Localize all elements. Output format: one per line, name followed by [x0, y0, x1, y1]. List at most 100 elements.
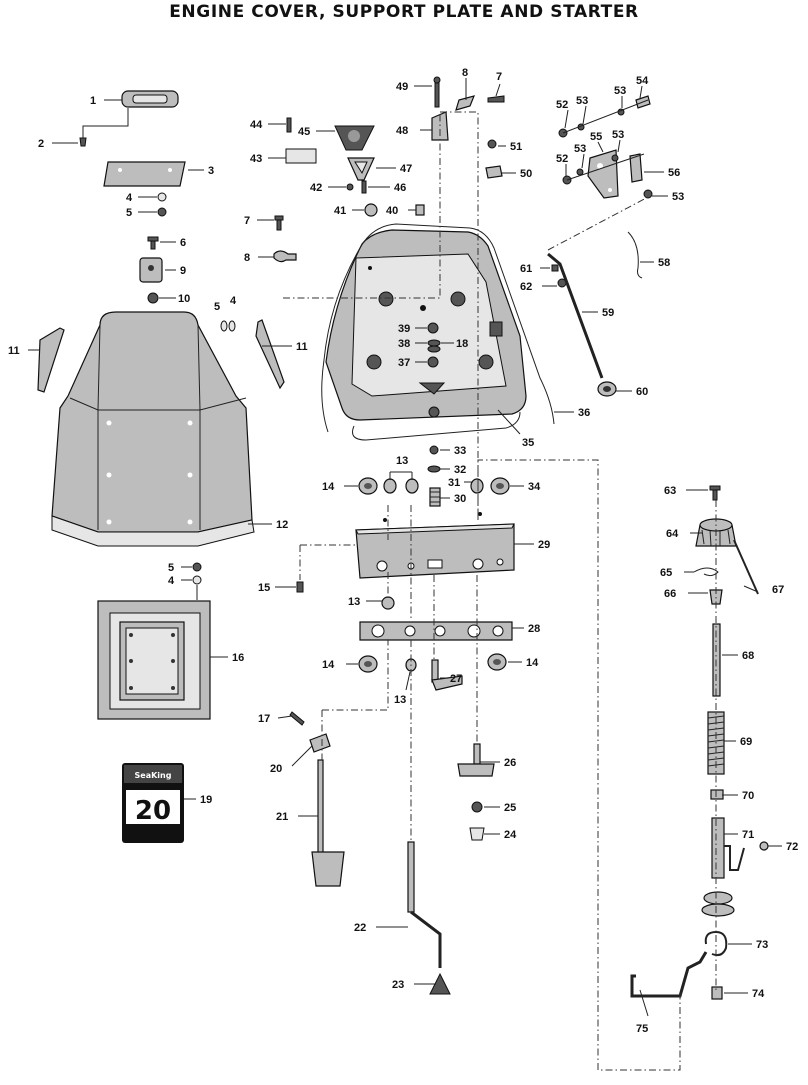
label-part-41: 41: [334, 205, 346, 217]
label-part-5: 5: [126, 207, 132, 219]
mount-part-14-lower-left: [358, 655, 378, 673]
label-part-74: 74: [752, 988, 765, 1000]
label-part-64: 64: [666, 528, 679, 540]
label-part-26: 26: [504, 757, 516, 769]
label-part-67: 67: [772, 584, 784, 596]
washer-part-39: [427, 322, 439, 334]
label-part-5-lower: 5: [168, 562, 174, 574]
knob-part-24: [469, 827, 485, 841]
label-part-46: 46: [394, 182, 406, 194]
screw-part-46: [361, 180, 367, 194]
label-part-25: 25: [504, 802, 516, 814]
bolt-part-7-left: [274, 215, 284, 231]
label-part-14-lower-right: 14: [526, 657, 539, 669]
label-part-54: 54: [636, 75, 649, 87]
lever-part-27: [431, 659, 463, 691]
label-part-23: 23: [392, 979, 404, 991]
label-part-61: 61: [520, 263, 532, 275]
screw-part-40: [415, 204, 425, 216]
label-part-24: 24: [504, 829, 517, 841]
label-part-19: 19: [200, 794, 212, 806]
screw-part-33: [429, 445, 439, 455]
label-part-43: 43: [250, 153, 262, 165]
spring-part-38: [427, 339, 441, 353]
label-part-16: 16: [232, 652, 244, 664]
rod-part-75: [630, 951, 708, 998]
decal-part-19: SeaKing 20: [122, 763, 184, 843]
label-part-1: 1: [90, 95, 96, 107]
label-part-69: 69: [740, 736, 752, 748]
block-part-9: [139, 257, 163, 283]
spring-part-30: [429, 487, 441, 507]
label-part-51: 51: [510, 141, 522, 153]
screw-part-2: [79, 137, 87, 147]
label-part-10: 10: [178, 293, 190, 305]
lever-part-21: [311, 759, 345, 887]
clamp-part-8-right: [455, 95, 476, 111]
clamp-part-8-left: [273, 250, 297, 263]
mount-part-14-lower-right: [487, 653, 507, 671]
label-part-73: 73: [756, 939, 768, 951]
screw-part-63: [709, 485, 721, 501]
handle-part-26: [457, 743, 495, 777]
label-part-48: 48: [396, 125, 408, 137]
label-part-60: 60: [636, 386, 648, 398]
label-part-8-right: 8: [462, 67, 468, 79]
label-part-35: 35: [522, 437, 534, 449]
label-part-27: 27: [450, 673, 462, 685]
screw-part-15: [296, 581, 304, 593]
label-part-72: 72: [786, 841, 798, 853]
label-part-66: 66: [664, 588, 676, 600]
label-part-42: 42: [310, 182, 322, 194]
label-part-7-left: 7: [244, 215, 250, 227]
mount-part-34: [490, 477, 510, 495]
label-part-50: 50: [520, 168, 532, 180]
label-part-39: 39: [398, 323, 410, 335]
label-part-37: 37: [398, 357, 410, 369]
gasket-part-35: [352, 411, 521, 441]
bracket-part-47: [347, 157, 375, 181]
label-part-45: 45: [298, 126, 310, 138]
screw-part-17: [289, 711, 305, 726]
nut-part-10: [147, 292, 159, 304]
label-part-7-right: 7: [496, 71, 502, 83]
label-part-53-e: 53: [672, 191, 684, 203]
collar-part-70: [710, 789, 724, 800]
decal-brand: SeaKing: [135, 771, 172, 780]
label-part-29: 29: [538, 539, 550, 551]
grommet-group-13-top: [383, 478, 419, 494]
screw-part-51: [487, 139, 497, 149]
plate-part-3: [103, 161, 186, 187]
linkage-cluster-52-56: [558, 95, 653, 199]
label-part-13-low: 13: [394, 694, 406, 706]
spring-part-73: [704, 930, 728, 957]
clip-part-61: [551, 264, 559, 272]
label-part-11-left: 11: [8, 345, 20, 357]
strip-part-11-right: [255, 319, 285, 390]
label-part-53-d: 53: [574, 143, 586, 155]
label-part-3: 3: [208, 165, 214, 177]
decal-number: 20: [135, 796, 171, 826]
grommet-part-31: [470, 478, 484, 494]
washer-part-32: [427, 465, 441, 473]
label-part-4: 4: [126, 192, 133, 204]
label-part-22: 22: [354, 922, 366, 934]
label-part-53-a: 53: [576, 95, 588, 107]
washer-part-5-lower: [192, 562, 202, 572]
grommet-part-60: [597, 381, 617, 397]
label-part-17: 17: [258, 713, 270, 725]
page-title: ENGINE COVER, SUPPORT PLATE AND STARTER: [169, 2, 639, 22]
washer-part-5: [157, 207, 167, 217]
label-part-9: 9: [180, 265, 186, 277]
label-part-71: 71: [742, 829, 754, 841]
plate-part-43: [285, 148, 317, 164]
label-part-65: 65: [660, 567, 672, 579]
label-part-30: 30: [454, 493, 466, 505]
screw-part-44: [286, 117, 292, 133]
label-part-33: 33: [454, 445, 466, 457]
screw-part-49: [433, 76, 441, 108]
label-part-36: 36: [578, 407, 590, 419]
label-part-13-top: 13: [396, 455, 408, 467]
label-part-31: 31: [448, 477, 460, 489]
